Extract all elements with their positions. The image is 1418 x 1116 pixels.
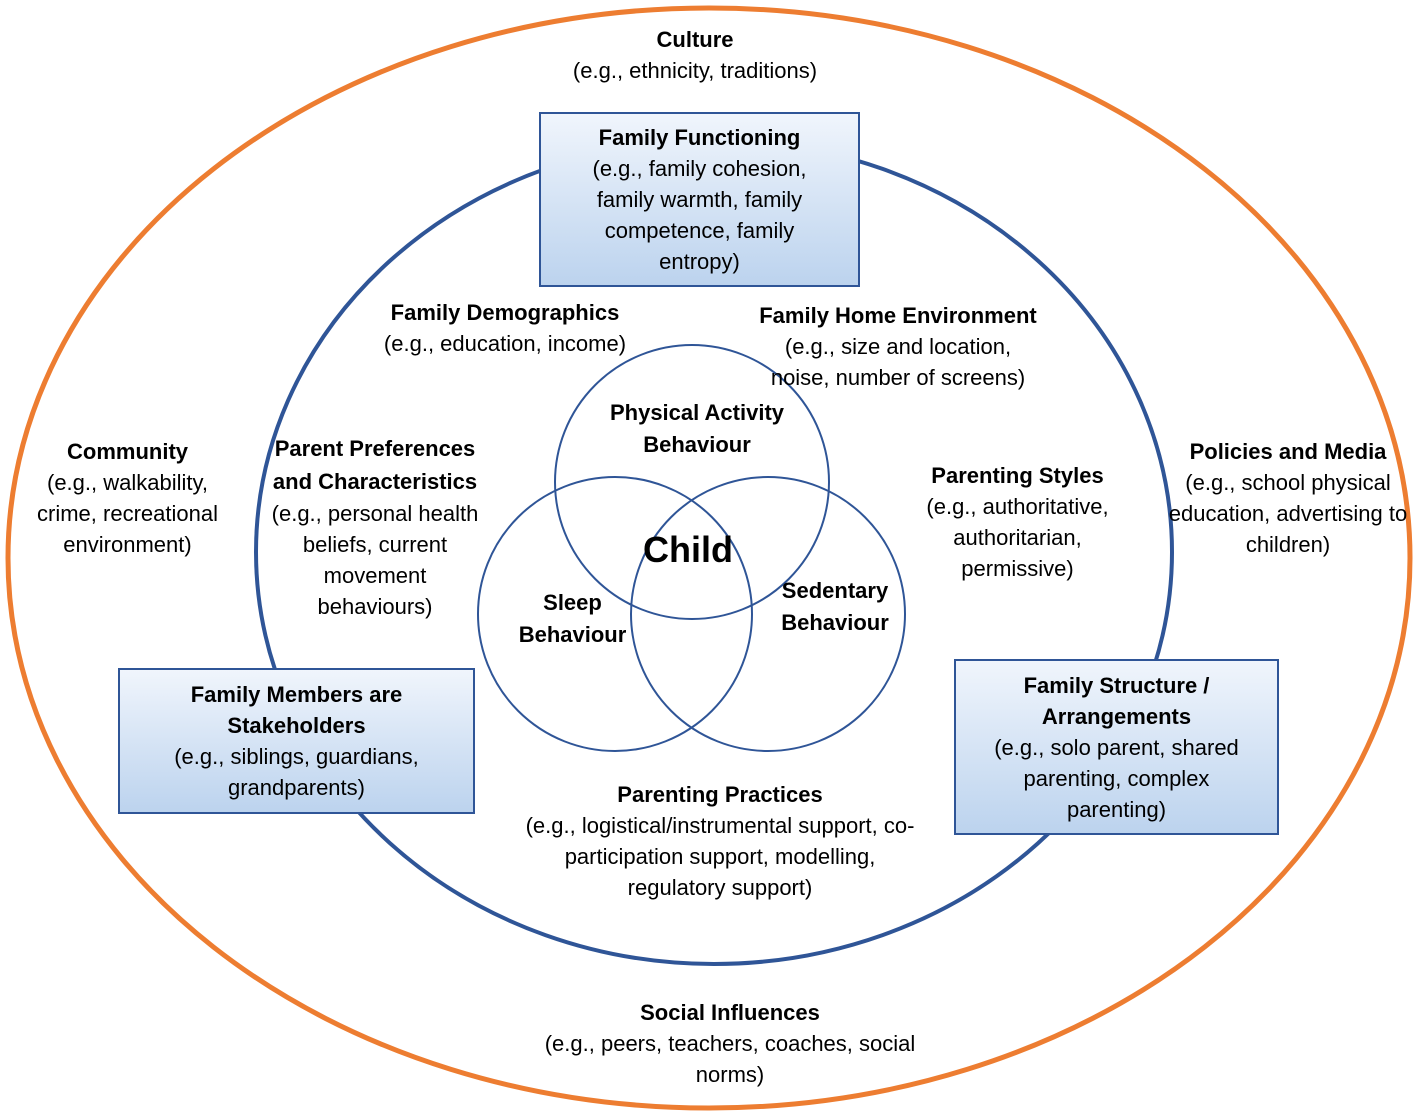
policies-media-desc: (e.g., school physical education, advert… [1168,470,1408,557]
parenting-practices-title: Parenting Practices [617,782,823,807]
outer-ring [5,5,1413,1111]
parenting-practices-desc: (e.g., logistical/instrumental support, … [525,813,915,900]
family-demographics-title: Family Demographics [390,300,620,325]
culture-desc: (e.g., ethnicity, traditions) [572,58,818,83]
family-members-title: Family Members are Stakeholders [190,682,403,738]
social-influences-desc: (e.g., peers, teachers, coaches, social … [544,1031,916,1087]
parenting-styles-label: Parenting Styles (e.g., authoritative, a… [905,460,1130,584]
family-functioning-desc: (e.g., family cohesion, family warmth, f… [592,156,807,274]
parent-preferences-label: Parent Preferences and Characteristics (… [268,432,482,622]
venn-label-sleep: Sleep Behaviour [518,590,627,647]
policies-media-title: Policies and Media [1189,439,1387,464]
family-demographics-label: Family Demographics (e.g., education, in… [345,297,665,359]
family-members-box: Family Members are Stakeholders (e.g., s… [118,668,475,814]
community-desc: (e.g., walkability, crime, recreational … [37,470,218,557]
venn-circle-physical-activity [554,344,830,620]
parent-preferences-desc: (e.g., personal health beliefs, current … [271,501,479,619]
venn-label-sedentary: Sedentary Behaviour [781,578,889,635]
culture-label: Culture (e.g., ethnicity, traditions) [520,24,870,86]
family-home-environment-desc: (e.g., size and location, noise, number … [770,334,1026,390]
venn-label-physical-activity: Physical Activity Behaviour [609,400,785,457]
culture-title: Culture [656,27,734,52]
family-structure-title: Family Structure / Arrangements [1023,672,1210,729]
parenting-styles-desc: (e.g., authoritative, authoritarian, per… [926,494,1109,581]
social-influences-label: Social Influences (e.g., peers, teachers… [540,997,920,1090]
family-structure-box: Family Structure / Arrangements (e.g., s… [954,659,1279,835]
family-functioning-title: Family Functioning [598,125,801,150]
parenting-practices-label: Parenting Practices (e.g., logistical/in… [515,779,925,903]
community-title: Community [67,439,188,464]
parenting-styles-title: Parenting Styles [931,463,1104,488]
venn-circle-sleep [477,476,753,752]
family-home-environment-label: Family Home Environment (e.g., size and … [759,300,1037,393]
family-members-desc: (e.g., siblings, guardians, grandparents… [174,744,419,800]
child-label: Child [643,529,733,570]
policies-media-label: Policies and Media (e.g., school physica… [1168,436,1408,560]
parent-preferences-title: Parent Preferences and Characteristics [272,436,478,494]
family-demographics-desc: (e.g., education, income) [383,331,627,356]
family-home-environment-title: Family Home Environment [759,303,1037,328]
venn-circle-sedentary [630,476,906,752]
social-influences-title: Social Influences [640,1000,820,1025]
family-functioning-box: Family Functioning (e.g., family cohesio… [539,112,860,287]
family-structure-desc: (e.g., solo parent, shared parenting, co… [994,734,1239,822]
community-label: Community (e.g., walkability, crime, rec… [20,436,235,560]
